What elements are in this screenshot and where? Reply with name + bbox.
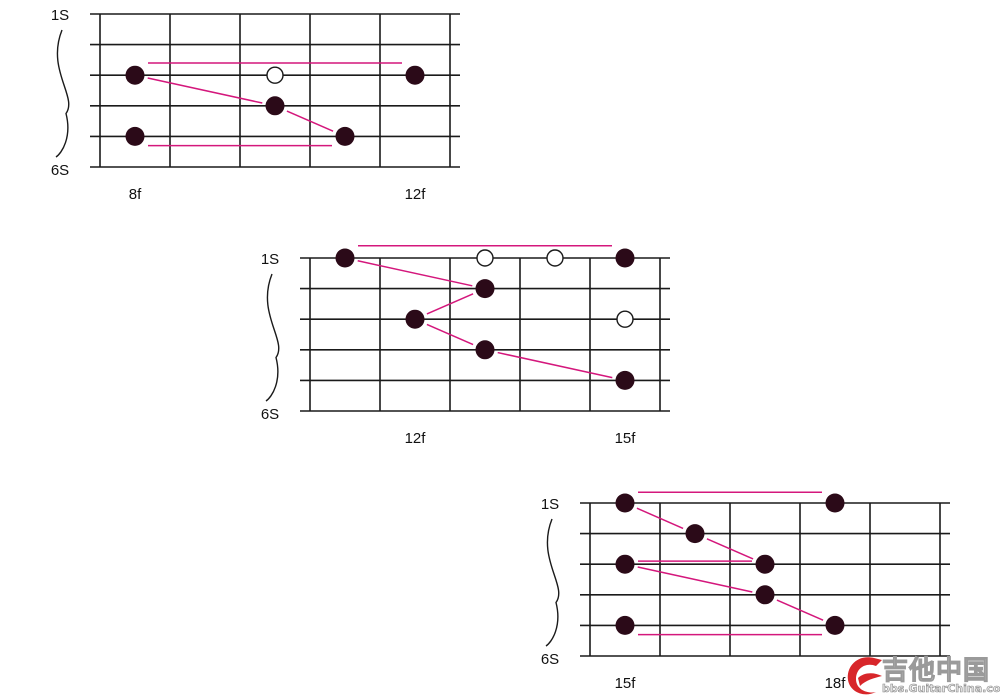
note-dot <box>615 493 635 513</box>
connector-line <box>357 260 473 287</box>
note-dot <box>825 615 845 635</box>
connector-line <box>637 566 753 593</box>
note-dot <box>615 370 635 390</box>
note-dot <box>755 585 775 605</box>
open-note-marker <box>546 249 564 267</box>
fretboard-diagram-2: 1S 6S 12f 15f <box>261 245 670 447</box>
fret-label: 12f <box>405 186 427 203</box>
watermark-url: bbs.GuitarChina.com <box>882 682 1000 696</box>
note-dot <box>615 248 635 268</box>
brace-icon <box>55 29 70 158</box>
note-dot <box>475 340 495 360</box>
open-note-marker <box>476 249 494 267</box>
string-label-top: 1S <box>261 251 279 268</box>
note-dot <box>125 126 145 146</box>
open-note-marker <box>266 66 284 84</box>
string-label-top: 1S <box>51 7 69 24</box>
connector-line <box>147 77 263 104</box>
fret-label: 18f <box>825 675 847 692</box>
brace-icon <box>265 273 280 402</box>
connector-line <box>426 323 474 346</box>
connector-line <box>636 507 684 530</box>
string-label-bottom: 6S <box>51 162 69 179</box>
note-dot <box>125 65 145 85</box>
string-label-bottom: 6S <box>261 406 279 423</box>
watermark-title: 吉他中国 <box>881 656 991 687</box>
connector-line <box>706 538 754 560</box>
connector-line <box>497 351 613 379</box>
note-dot <box>265 96 285 116</box>
note-dot <box>405 309 425 329</box>
note-dot <box>685 524 705 544</box>
note-dot <box>825 493 845 513</box>
fret-label: 15f <box>615 675 637 692</box>
string-label-bottom: 6S <box>541 651 559 668</box>
connector-line <box>776 599 824 621</box>
connector-line <box>426 293 474 315</box>
note-dot <box>475 279 495 299</box>
fretboard-diagram-1: 1S 6S 8f 12f <box>51 7 460 203</box>
fret-label: 8f <box>129 186 142 203</box>
note-dot <box>615 615 635 635</box>
fret-label: 15f <box>615 430 637 447</box>
note-dot <box>335 248 355 268</box>
note-dot <box>615 554 635 574</box>
connector-line <box>286 110 334 132</box>
string-label-top: 1S <box>541 496 559 513</box>
note-dot <box>335 126 355 146</box>
open-note-marker <box>616 310 634 328</box>
dragon-logo-icon <box>847 657 882 695</box>
fret-label: 12f <box>405 430 427 447</box>
note-dot <box>755 554 775 574</box>
watermark: 吉他中国 bbs.GuitarChina.com <box>842 648 1000 700</box>
note-dot <box>405 65 425 85</box>
fretboard-diagram-3: 1S 6S 15f 18f <box>541 491 950 692</box>
brace-icon <box>545 518 560 647</box>
